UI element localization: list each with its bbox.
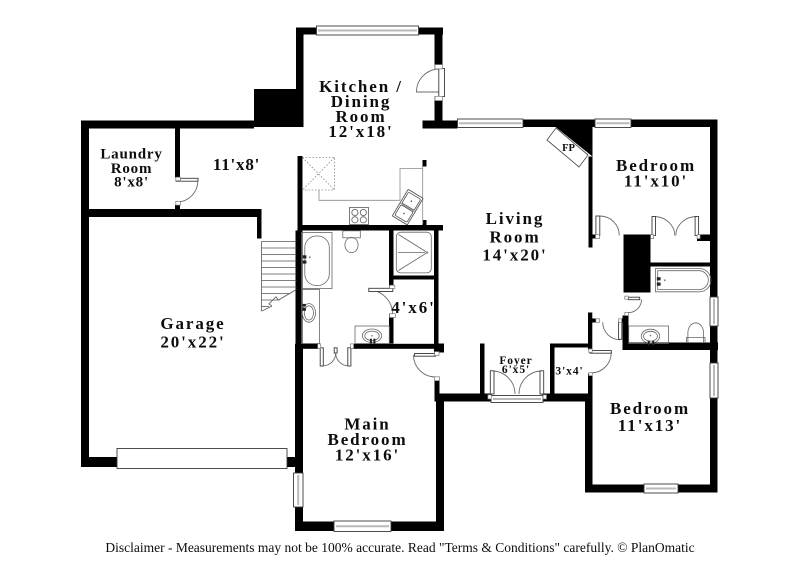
svg-text:20'x22': 20'x22': [160, 333, 225, 352]
svg-text:Living: Living: [486, 209, 545, 228]
svg-text:12'x16': 12'x16': [335, 446, 400, 465]
svg-text:12'x18': 12'x18': [328, 122, 393, 141]
svg-text:6'x5': 6'x5': [502, 364, 530, 376]
svg-text:8'x8': 8'x8': [114, 175, 149, 191]
svg-text:Room: Room: [335, 107, 386, 126]
svg-text:Bedroom: Bedroom: [616, 156, 696, 175]
svg-text:Kitchen /: Kitchen /: [319, 77, 403, 96]
svg-text:Garage: Garage: [160, 314, 225, 333]
svg-text:Bedroom: Bedroom: [610, 399, 690, 418]
svg-text:11'x13': 11'x13': [618, 416, 682, 435]
svg-text:Room: Room: [489, 228, 540, 247]
svg-text:Laundry: Laundry: [100, 147, 162, 163]
svg-text:3'x4': 3'x4': [555, 366, 583, 378]
svg-text:FP: FP: [562, 143, 575, 154]
svg-text:14'x20': 14'x20': [482, 246, 547, 265]
svg-text:Main: Main: [344, 415, 390, 434]
svg-text:Dining: Dining: [331, 92, 392, 111]
svg-text:4'x6': 4'x6': [391, 298, 435, 317]
svg-text:Bedroom: Bedroom: [327, 430, 407, 449]
svg-text:Foyer: Foyer: [499, 355, 532, 367]
svg-text:Disclaimer - Measurements may: Disclaimer - Measurements may not be 100…: [105, 540, 694, 555]
svg-text:11'x8': 11'x8': [213, 155, 260, 174]
svg-text:11'x10': 11'x10': [624, 172, 688, 191]
svg-text:Room: Room: [111, 161, 153, 177]
